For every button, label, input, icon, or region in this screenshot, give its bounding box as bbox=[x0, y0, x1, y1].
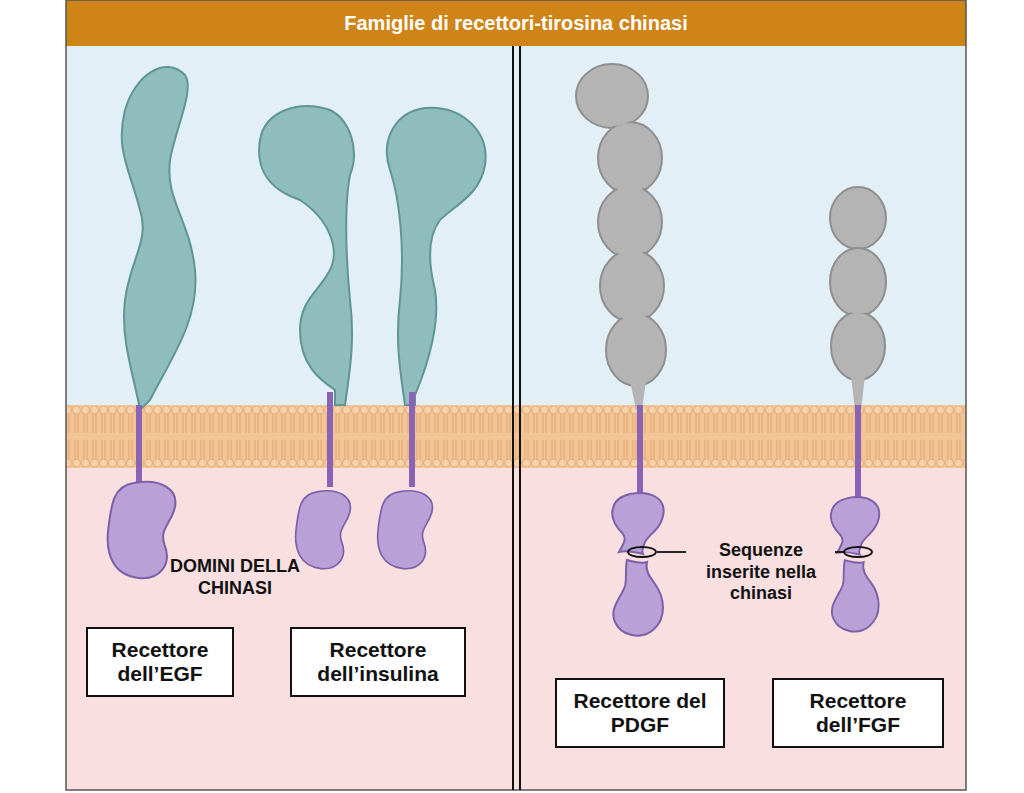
domain-label: DOMINI DELLA CHINASI bbox=[140, 556, 330, 599]
receptor-name: Recettore del PDGF bbox=[565, 689, 715, 737]
receptor-label-box: Recettore del PDGF bbox=[555, 678, 725, 748]
receptor-name: Recettore dell’insulina bbox=[300, 638, 456, 686]
insert-label: Sequenze inserite nella chinasi bbox=[687, 540, 835, 605]
receptor-label-box: Recettore dell’insulina bbox=[290, 627, 466, 697]
panel-title: Famiglie di recettori-tirosina chinasi bbox=[66, 0, 966, 46]
receptor-label-box: Recettore dell’EGF bbox=[86, 627, 234, 697]
receptor-name: Recettore dell’EGF bbox=[96, 638, 224, 686]
receptor-label-box: Recettore dell’FGF bbox=[772, 678, 944, 748]
receptor-name: Recettore dell’FGF bbox=[782, 689, 934, 737]
